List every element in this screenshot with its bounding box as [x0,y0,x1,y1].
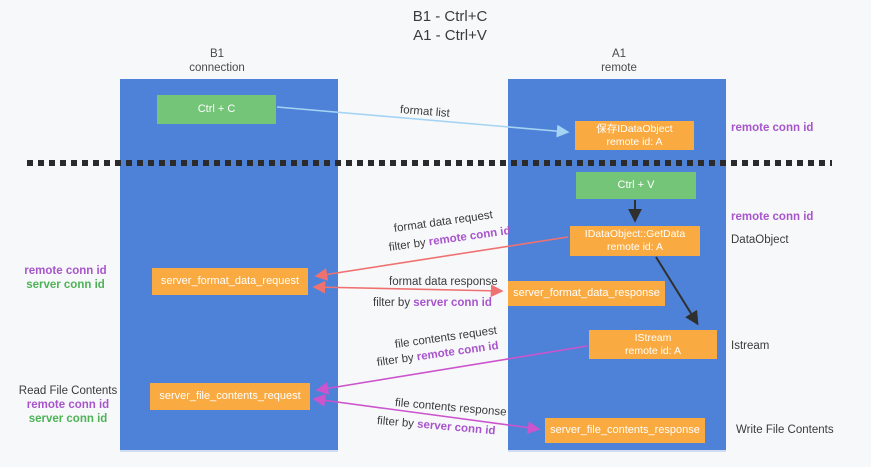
save-idataobject-node: 保存IDataObject remote id: A [575,121,694,150]
save-idataobject-line2: remote id: A [606,135,663,148]
filter-by-server-conn-id-label-1: filter by server conn id [373,297,492,309]
istream-node: IStream remote id: A [589,330,717,359]
phase-divider-dashed-line [27,160,832,166]
lane-a1-role: remote [601,62,637,74]
dataobject-label: DataObject [731,234,789,246]
lane-a1-name: A1 [611,48,627,60]
format-data-response-label: format data response [389,276,498,288]
istream-line1: IStream [634,331,672,344]
istream-line2: remote id: A [624,344,682,357]
getdata-line2: remote id: A [606,241,664,253]
filter-by-text: filter by [376,415,418,431]
read-file-contents-block: Read File Contents remote conn id server… [14,384,122,426]
server-format-data-request-label: server_format_data_request [160,275,300,287]
lane-header-a1: A1 remote [559,47,679,75]
server-format-data-response-label: server_format_data_response [513,287,660,299]
save-idataobject-line1: 保存IDataObject [596,122,673,135]
title-line-1: B1 - Ctrl+C [412,8,488,25]
server-file-contents-response-label: server_file_contents_response [550,424,700,436]
getdata-line1: IDataObject::GetData [584,228,686,240]
read-file-contents-label: Read File Contents [18,385,118,397]
remote-conn-id-left-label-1: remote conn id [24,265,107,277]
remote-conn-id-left-label-2: remote conn id [26,399,110,411]
write-file-contents-label: Write File Contents [736,424,834,436]
ctrl-v-label: Ctrl + V [617,179,655,191]
server-file-contents-request-node: server_file_contents_request [150,383,310,410]
filter-by-text: filter by [373,297,414,309]
server-format-data-request-node: server_format_data_request [152,268,308,295]
server-conn-id-left-label-1: server conn id [26,279,105,291]
server-conn-id-left-label-2: server conn id [28,413,108,425]
idataobject-getdata-node: IDataObject::GetData remote id: A [570,226,700,256]
format-list-label: format list [399,104,451,120]
ctrl-c-node: Ctrl + C [157,95,276,124]
ctrl-c-label: Ctrl + C [197,103,236,115]
filter-by-server-conn-id-label-2: filter by server conn id [376,415,495,437]
server-file-contents-request-label: server_file_contents_request [159,390,301,402]
server-conn-id-text: server conn id [413,297,492,309]
lane-header-b1: B1 connection [157,47,277,75]
server-file-contents-response-node: server_file_contents_response [545,418,705,443]
remote-conn-id-right-label-2: remote conn id [731,211,814,223]
lane-b1-role: connection [189,62,245,74]
title-line-2: A1 - Ctrl+V [413,27,487,44]
lane-b1-name: B1 [209,48,225,60]
server-format-data-response-node: server_format_data_response [508,281,665,306]
istream-side-label: Istream [731,340,770,352]
conn-id-left-block-1: remote conn id server conn id [18,264,113,292]
ctrl-v-node: Ctrl + V [576,172,696,199]
filter-by-text: filter by [388,236,430,254]
file-contents-response-label: file contents response [394,397,507,419]
diagram-title: B1 - Ctrl+C A1 - Ctrl+V [300,7,600,45]
remote-conn-id-right-label-1: remote conn id [731,122,814,134]
filter-by-text: filter by [376,351,418,369]
server-conn-id-text: server conn id [416,418,496,438]
